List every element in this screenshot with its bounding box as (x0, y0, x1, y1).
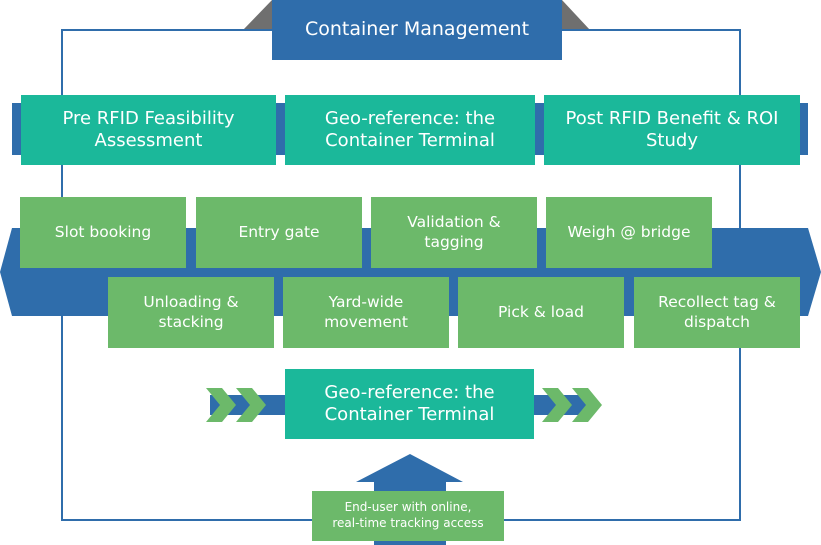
header-title-text: Container Management (304, 18, 530, 41)
step-label: Recollect tag &dispatch (658, 293, 776, 331)
header-right-wing (562, 0, 590, 30)
step-recollect-dispatch: Recollect tag &dispatch (634, 277, 800, 348)
step-unloading-stacking: Unloading &stacking (108, 277, 274, 348)
end-user-label: End-user with online,real-time tracking … (332, 500, 484, 530)
step-label: Validation &tagging (407, 213, 501, 251)
step-weigh-bridge: Weigh @ bridge (546, 197, 712, 268)
step-entry-gate: Entry gate (196, 197, 362, 268)
step-label: Slot booking (54, 222, 152, 241)
header-left-wing (243, 0, 272, 30)
step-pick-load: Pick & load (458, 277, 624, 348)
step-label: Pick & load (498, 302, 584, 321)
step-validation-tagging: Validation &tagging (371, 197, 537, 268)
step-slot-booking: Slot booking (20, 197, 186, 268)
step-label: Weigh @ bridge (567, 222, 691, 241)
chevrons-left (206, 388, 266, 422)
step-label: Entry gate (238, 222, 320, 241)
header-title: Container Management (272, 0, 562, 60)
step-label: Unloading &stacking (143, 293, 239, 331)
end-user-box: End-user with online,real-time tracking … (312, 491, 504, 541)
chevrons-right (542, 388, 602, 422)
